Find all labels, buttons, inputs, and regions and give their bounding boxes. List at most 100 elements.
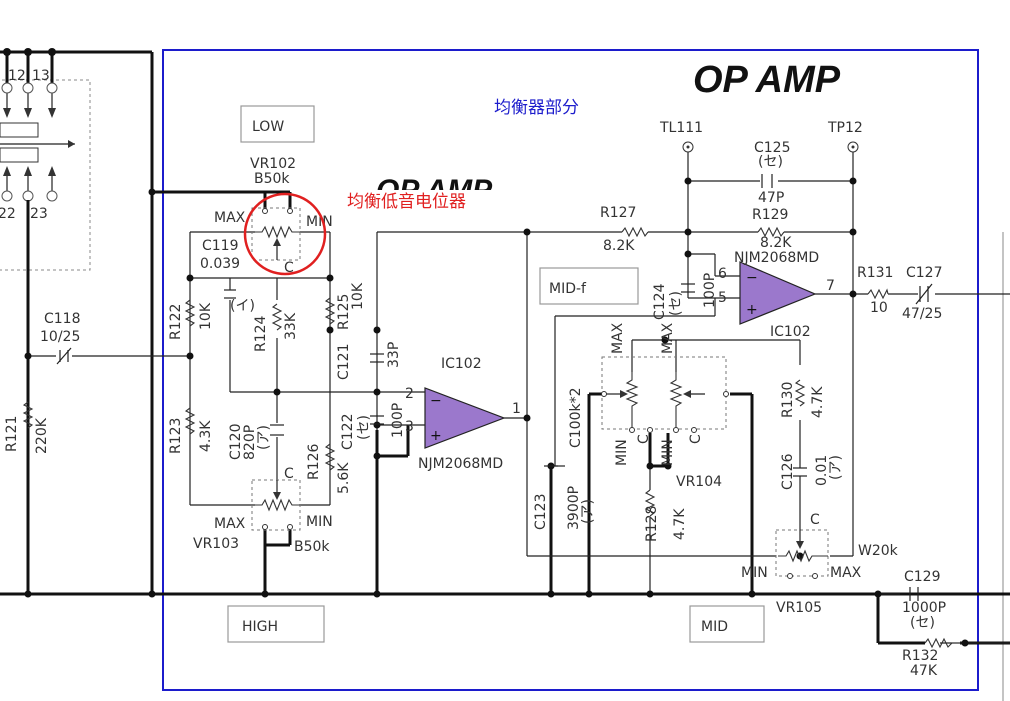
svg-text:10K: 10K — [198, 302, 214, 330]
svg-text:10K: 10K — [350, 282, 366, 310]
svg-text:(セ): (セ) — [668, 291, 684, 316]
resistor-r127: R127 8.2K — [600, 205, 649, 254]
thin-wires — [28, 150, 1010, 644]
svg-text:4.7K: 4.7K — [810, 386, 826, 418]
svg-text:C: C — [636, 434, 652, 444]
capacitor-c127: C127 47/25 — [902, 265, 943, 322]
pot-vr104: VR104 C100k*2 MAX MAX MIN MIN C C — [568, 322, 729, 490]
resistor-r121: R121 220K — [4, 401, 50, 454]
svg-text:MAX: MAX — [660, 322, 676, 354]
resistor-r130: R130 4.7K — [780, 379, 826, 418]
svg-text:C122: C122 — [340, 414, 356, 451]
capacitor-c121: C121 33P — [336, 342, 402, 380]
svg-text:C121: C121 — [336, 344, 352, 381]
svg-text:4.7K: 4.7K — [672, 508, 688, 540]
svg-text:MAX: MAX — [830, 565, 862, 581]
capacitor-c126: C126 0.01 (ア) — [780, 453, 844, 490]
svg-text:23: 23 — [30, 206, 48, 222]
svg-text:47P: 47P — [758, 190, 784, 206]
svg-text:MID-f: MID-f — [549, 281, 587, 297]
svg-text:NJM2068MD: NJM2068MD — [734, 250, 819, 266]
svg-text:MID: MID — [701, 619, 728, 635]
svg-text:C126: C126 — [780, 453, 796, 490]
svg-text:R127: R127 — [600, 205, 636, 221]
svg-text:3900P: 3900P — [566, 486, 582, 530]
capacitor-c122: C122 (セ) 100P — [340, 403, 406, 450]
svg-text:B50k: B50k — [294, 539, 330, 555]
resistor-r123: R123 4.3K — [168, 407, 214, 454]
capacitor-c129: C129 1000P (セ) — [902, 569, 946, 631]
svg-text:22: 22 — [0, 206, 16, 222]
svg-text:MAX: MAX — [610, 322, 626, 354]
svg-text:MIN: MIN — [741, 565, 768, 581]
svg-text:VR102: VR102 — [250, 156, 296, 172]
svg-text:1000P: 1000P — [902, 600, 946, 616]
test-point-tp12: TP12 — [827, 120, 863, 153]
svg-text:(セ): (セ) — [758, 154, 783, 170]
svg-text:B50k: B50k — [254, 171, 290, 187]
svg-text:TL111: TL111 — [659, 120, 703, 136]
resistor-r131: R131 10 — [857, 265, 893, 316]
svg-text:(ア): (ア) — [580, 499, 596, 524]
title: OP AMP — [693, 59, 841, 101]
low-box: LOW — [240, 105, 315, 143]
svg-text:HIGH: HIGH — [242, 619, 278, 635]
svg-text:10/25: 10/25 — [40, 329, 80, 345]
svg-text:(セ): (セ) — [910, 615, 935, 631]
op-amp-ic102-b: − + 6 5 7 IC102 NJM2068MD — [718, 250, 835, 340]
svg-text:+: + — [746, 302, 758, 318]
svg-text:MIN: MIN — [614, 439, 630, 466]
resistor-r132: R132 47K — [902, 637, 960, 679]
svg-text:33P: 33P — [386, 342, 402, 368]
svg-text:0.039: 0.039 — [200, 256, 240, 272]
mid-box: MID — [689, 605, 765, 643]
svg-text:C119: C119 — [202, 238, 239, 254]
svg-text:8.2K: 8.2K — [603, 238, 635, 254]
capacitor-c119: C119 0.039 (イ) — [200, 238, 255, 314]
svg-text:100P: 100P — [702, 273, 718, 308]
svg-text:R130: R130 — [780, 382, 796, 418]
svg-text:(イ): (イ) — [230, 298, 255, 314]
capacitor-c125: C125 (セ) 47P — [754, 140, 791, 206]
svg-text:5: 5 — [718, 290, 727, 306]
svg-text:R131: R131 — [857, 265, 893, 281]
svg-text:VR103: VR103 — [193, 536, 239, 552]
resistor-r122: R122 10K — [168, 299, 214, 340]
svg-text:5.6K: 5.6K — [336, 462, 352, 494]
bold-wires — [0, 52, 1010, 645]
svg-text:IC102: IC102 — [770, 324, 811, 340]
svg-text:R129: R129 — [752, 207, 788, 223]
svg-text:VR105: VR105 — [776, 600, 822, 616]
resistor-r126: R126 5.6K — [306, 443, 352, 494]
svg-text:1: 1 — [512, 401, 521, 417]
resistor-r124: R124 33K — [253, 303, 299, 352]
svg-text:R122: R122 — [168, 304, 184, 340]
svg-text:−: − — [430, 393, 442, 409]
svg-text:C: C — [284, 466, 294, 482]
test-point-tl111: TL111 — [659, 120, 703, 153]
svg-text:R132: R132 — [902, 648, 938, 664]
svg-text:10: 10 — [870, 300, 888, 316]
svg-text:MIN: MIN — [306, 514, 333, 530]
svg-text:W20k: W20k — [858, 543, 899, 559]
pot-vr105: VR105 W20k MIN MAX C — [741, 512, 899, 616]
section-label: 均衡器部分 — [494, 98, 579, 118]
svg-text:R124: R124 — [253, 315, 269, 352]
svg-text:3: 3 — [405, 419, 414, 435]
svg-text:2: 2 — [405, 386, 414, 402]
svg-text:R128: R128 — [644, 506, 660, 542]
svg-text:NJM2068MD: NJM2068MD — [418, 456, 503, 472]
svg-text:MIN: MIN — [660, 439, 676, 466]
svg-text:4.3K: 4.3K — [198, 420, 214, 452]
svg-text:R126: R126 — [306, 443, 322, 480]
svg-text:(ア): (ア) — [828, 455, 844, 480]
svg-text:C120: C120 — [228, 424, 244, 461]
svg-text:C: C — [688, 434, 704, 444]
svg-text:7: 7 — [826, 278, 835, 294]
svg-text:13: 13 — [32, 68, 50, 84]
svg-text:R125: R125 — [336, 294, 352, 330]
pot-vr103: VR103 B50k MAX MIN C — [193, 466, 333, 555]
midf-box: MID-f — [539, 267, 639, 305]
svg-text:C: C — [810, 512, 820, 528]
